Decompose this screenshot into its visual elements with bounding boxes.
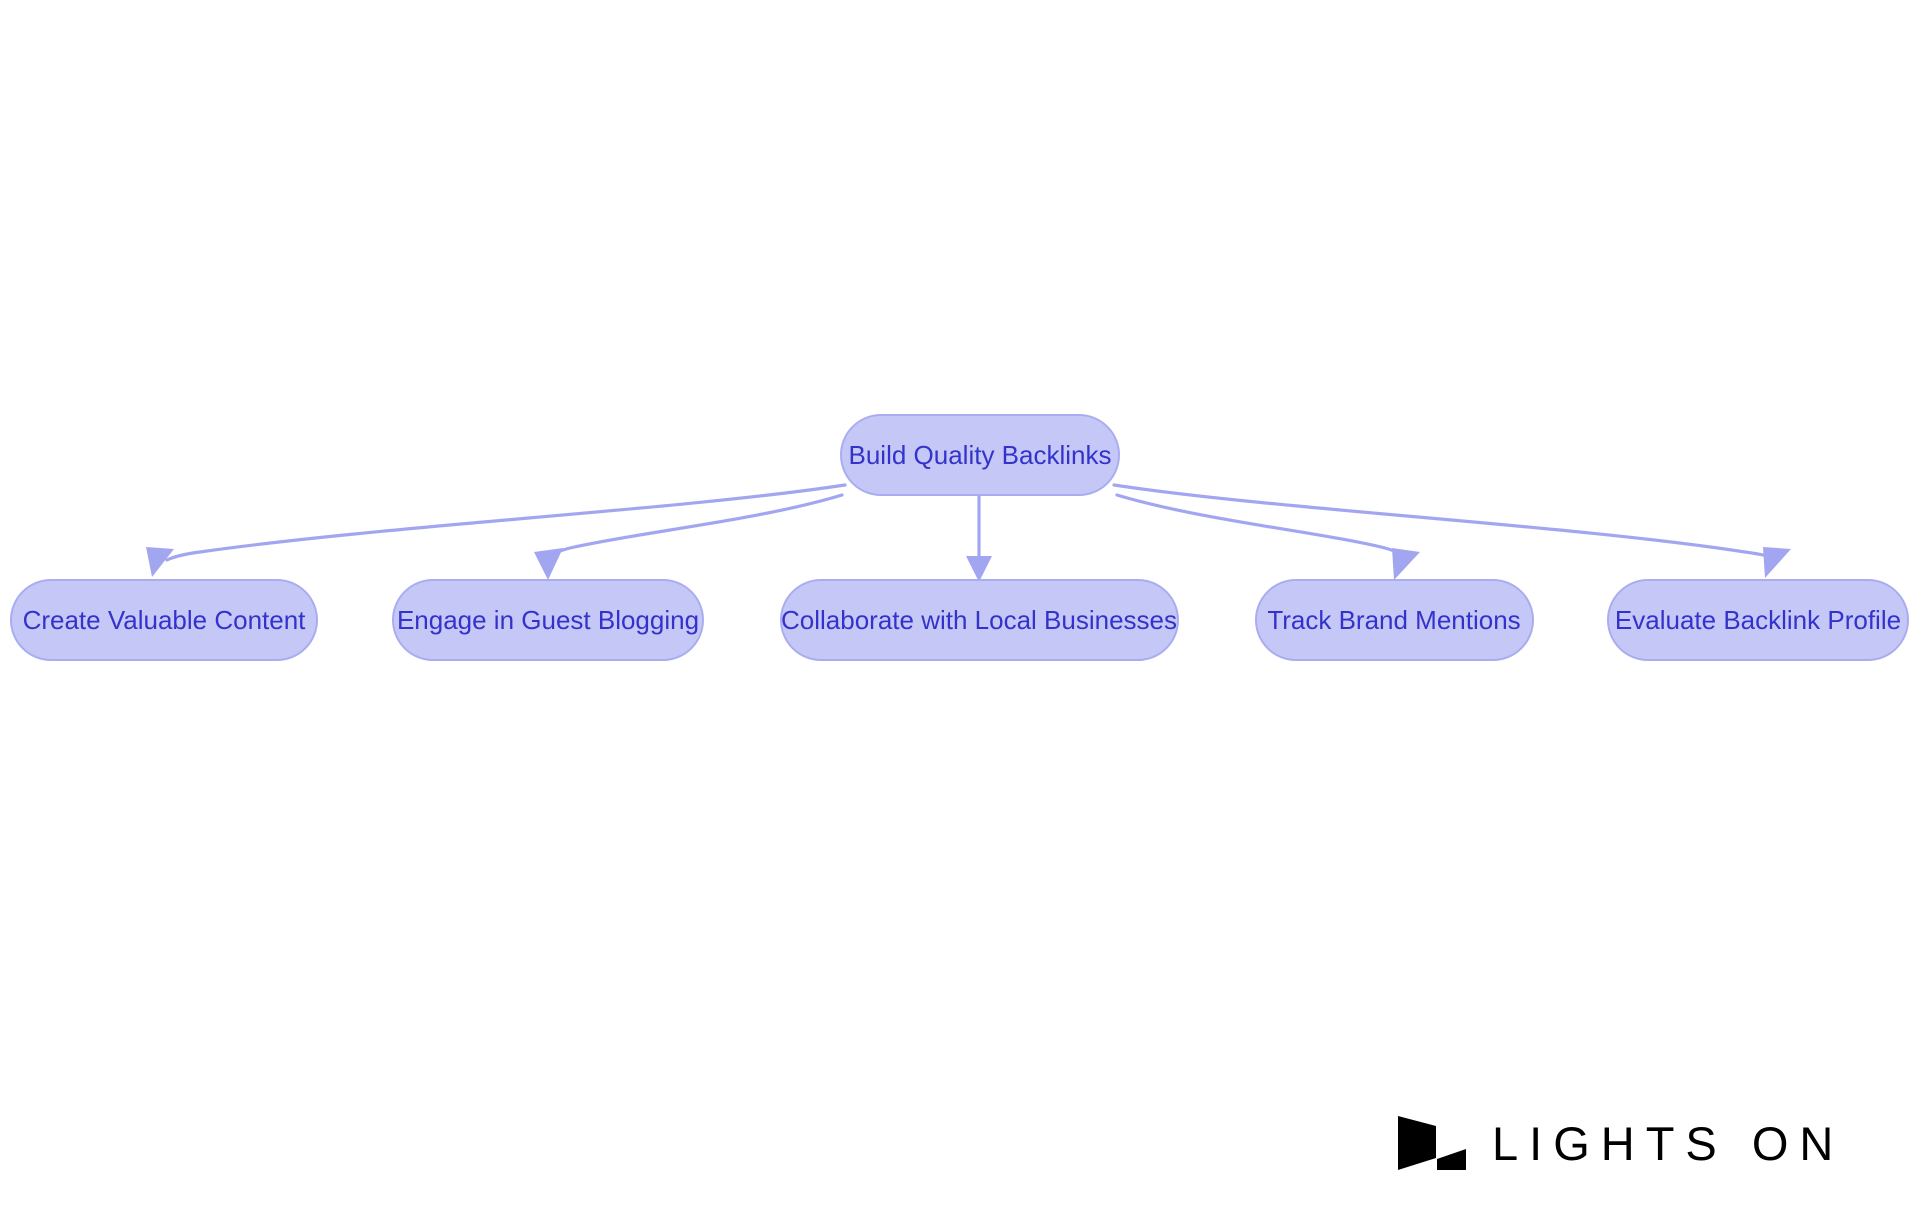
node-label-n3: Collaborate with Local Businesses: [781, 605, 1177, 635]
node-label-n2: Engage in Guest Blogging: [397, 605, 699, 635]
edge-root-to-create-valuable-content: [146, 483, 847, 577]
edge-root-to-evaluate-backlink-profile: [1112, 483, 1791, 578]
node-shape-n4: [1255, 579, 1534, 661]
lights-on-wordmark: LIGHTS ON: [1492, 1116, 1845, 1170]
node-track-brand-mentions[interactable]: Track Brand Mentions: [1255, 579, 1534, 661]
node-shape-root: [840, 414, 1120, 496]
node-shape-n5: [1607, 579, 1909, 661]
lights-on-logo-mark-icon: [1398, 1116, 1466, 1170]
node-shape-n3: [780, 579, 1179, 661]
node-label-n4: Track Brand Mentions: [1267, 605, 1520, 635]
edge-group: [146, 483, 1791, 582]
brand-logo: LIGHTS ON: [1396, 1112, 1844, 1174]
node-label-n1: Create Valuable Content: [23, 605, 307, 635]
node-collaborate-with-local-businesses[interactable]: Collaborate with Local Businesses: [780, 579, 1179, 661]
edge-root-to-track-brand-mentions: [1115, 493, 1420, 580]
edge-root-to-collaborate-with-local-businesses: [966, 495, 992, 582]
edge-root-to-engage-in-guest-blogging: [534, 493, 844, 580]
node-engage-in-guest-blogging[interactable]: Engage in Guest Blogging: [392, 579, 704, 661]
node-shape-n2: [392, 579, 704, 661]
node-create-valuable-content[interactable]: Create Valuable Content: [10, 579, 318, 661]
node-label-n5: Evaluate Backlink Profile: [1615, 605, 1901, 635]
node-shape-n1: [10, 579, 318, 661]
node-label-root: Build Quality Backlinks: [849, 440, 1112, 470]
node-evaluate-backlink-profile[interactable]: Evaluate Backlink Profile: [1607, 579, 1909, 661]
node-build-quality-backlinks[interactable]: Build Quality Backlinks: [840, 414, 1120, 496]
